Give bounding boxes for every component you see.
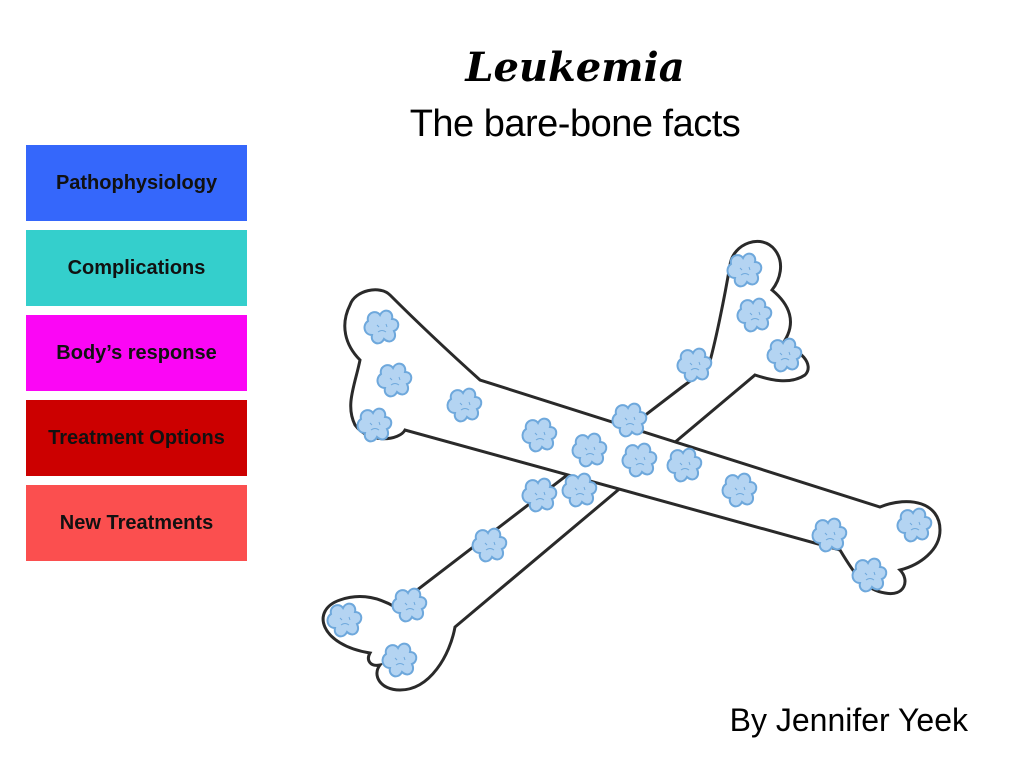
slide-title: Leukemia bbox=[465, 44, 685, 91]
author-credit: By Jennifer Yeek bbox=[729, 702, 968, 738]
nav-button-treatment-options[interactable]: Treatment Options bbox=[26, 400, 247, 476]
nav-button-label: Treatment Options bbox=[48, 426, 225, 449]
crossed-bones-illustration bbox=[321, 239, 942, 692]
title-block: Leukemia The bare-bone facts bbox=[300, 38, 850, 146]
nav-button-pathophysiology[interactable]: Pathophysiology bbox=[26, 145, 247, 221]
nav-button-label: Pathophysiology bbox=[55, 171, 218, 194]
bone-left-to-right bbox=[321, 239, 810, 692]
leukemia-cells bbox=[326, 252, 933, 678]
nav-button-complications[interactable]: Complications bbox=[26, 230, 247, 306]
nav-button-label: New Treatments bbox=[59, 511, 214, 534]
nav-button-new-treatments[interactable]: New Treatments bbox=[26, 485, 247, 561]
nav-button-label: Complications bbox=[67, 256, 206, 279]
nav-button-bodys-response[interactable]: Body’s response bbox=[26, 315, 247, 391]
slide-subtitle: The bare-bone facts bbox=[409, 103, 741, 145]
nav-button-label: Body’s response bbox=[56, 341, 217, 364]
bone-right-to-left bbox=[343, 288, 942, 596]
nav-menu: Pathophysiology Complications Body’s res… bbox=[26, 145, 247, 570]
